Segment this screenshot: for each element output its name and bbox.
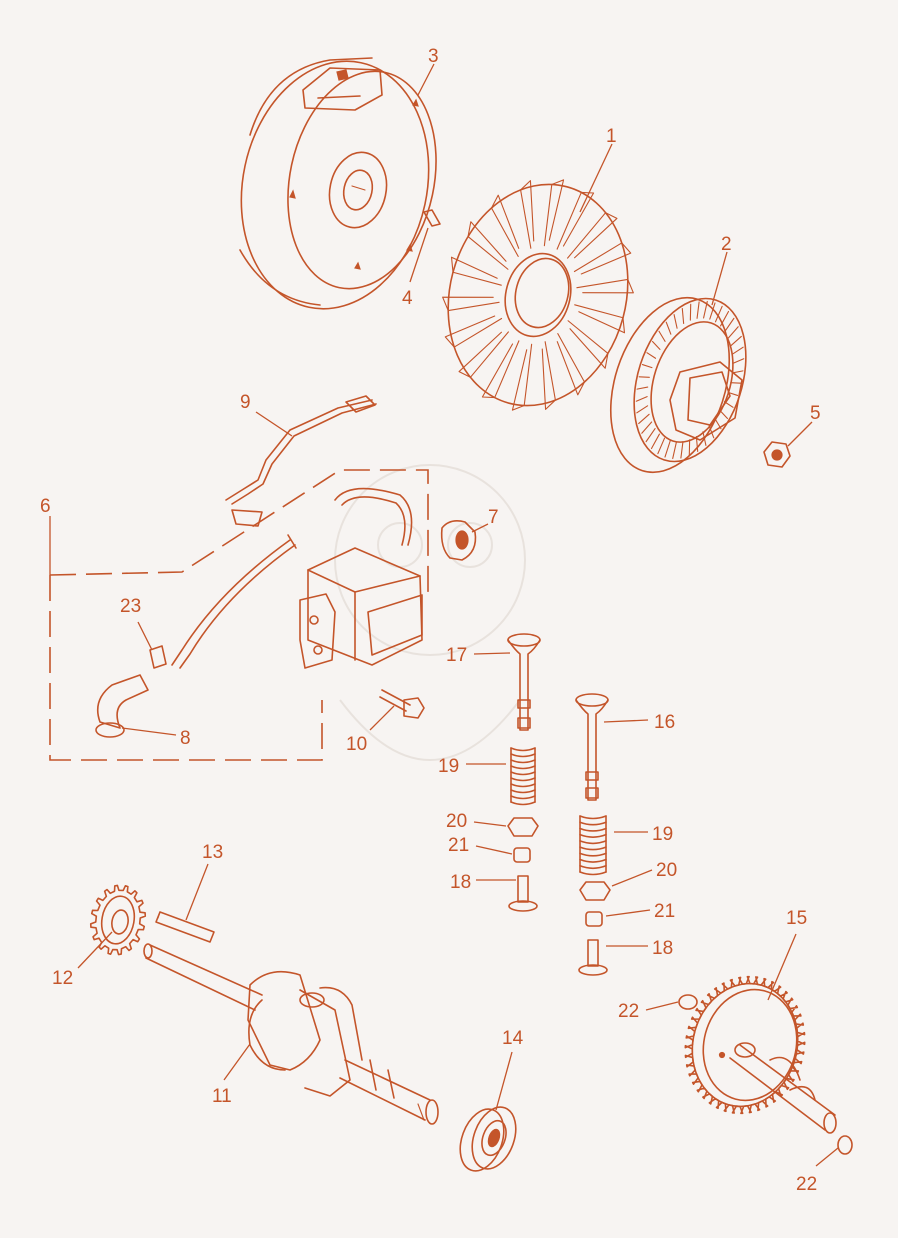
callout-3: 3 xyxy=(428,46,439,67)
part-12-crank-gear xyxy=(89,884,147,956)
part-3-flywheel xyxy=(239,57,437,310)
part-8-plug-cap xyxy=(95,674,149,738)
part-15-camshaft xyxy=(684,975,837,1134)
callout-10: 10 xyxy=(346,734,367,755)
part-21-keeper-right xyxy=(585,911,603,927)
part-22-circlip-lower xyxy=(837,1135,853,1155)
callout-14: 14 xyxy=(502,1028,524,1049)
part-23-terminal xyxy=(149,645,167,669)
callout-20-right: 20 xyxy=(656,860,677,881)
callout-5: 5 xyxy=(810,403,821,424)
part-7-grommet xyxy=(440,520,477,561)
callout-6: 6 xyxy=(40,496,51,517)
part-19-spring-right xyxy=(579,815,607,876)
part-22-circlip-upper xyxy=(678,994,698,1010)
part-20-retainer-left xyxy=(507,817,539,837)
part-16-valve xyxy=(575,693,609,801)
callout-21-left: 21 xyxy=(448,835,469,856)
part-18-tappet-right xyxy=(578,939,608,976)
callout-17: 17 xyxy=(446,645,467,666)
part-5-nut xyxy=(763,441,791,468)
callout-23: 23 xyxy=(120,596,141,617)
callout-2: 2 xyxy=(721,234,732,255)
part-17-valve xyxy=(507,633,541,731)
part-18-tappet-left xyxy=(508,875,538,912)
part-20-retainer-right xyxy=(579,881,611,901)
callout-8: 8 xyxy=(180,728,191,749)
callout-19-left: 19 xyxy=(438,756,459,777)
callout-19-right: 19 xyxy=(652,824,673,845)
watermark xyxy=(334,464,526,761)
leader-lines xyxy=(49,63,839,1167)
part-2-starter-pulley xyxy=(609,296,747,474)
callout-11: 11 xyxy=(212,1086,232,1107)
callout-21-right: 21 xyxy=(654,901,675,922)
part-10-bolt xyxy=(379,689,425,719)
part-6-ignition-coil xyxy=(49,469,429,761)
part-13-key xyxy=(155,911,215,943)
part-19-spring-left xyxy=(510,747,536,806)
part-1-cooling-fan xyxy=(442,179,634,411)
part-21-keeper-left xyxy=(513,847,531,863)
part-11-crankshaft xyxy=(143,943,439,1125)
callout-18-right: 18 xyxy=(652,938,673,959)
callout-12: 12 xyxy=(52,968,73,989)
callout-18-left: 18 xyxy=(450,872,471,893)
callout-20-left: 20 xyxy=(446,811,467,832)
callout-1: 1 xyxy=(606,126,617,147)
callout-labels: 3 1 2 4 5 6 7 8 9 10 11 12 13 14 15 16 1… xyxy=(40,46,821,1195)
callout-13: 13 xyxy=(202,842,223,863)
callout-16: 16 xyxy=(654,712,675,733)
callout-7: 7 xyxy=(488,507,499,528)
callout-9: 9 xyxy=(240,392,251,413)
part-14-bearing xyxy=(459,1106,517,1172)
callout-15: 15 xyxy=(786,908,807,929)
callout-22-upper: 22 xyxy=(618,1001,639,1022)
part-9-lead-wire xyxy=(225,395,377,527)
part-4-key xyxy=(423,209,441,227)
callout-22-lower: 22 xyxy=(796,1174,817,1195)
callout-4: 4 xyxy=(402,288,413,309)
